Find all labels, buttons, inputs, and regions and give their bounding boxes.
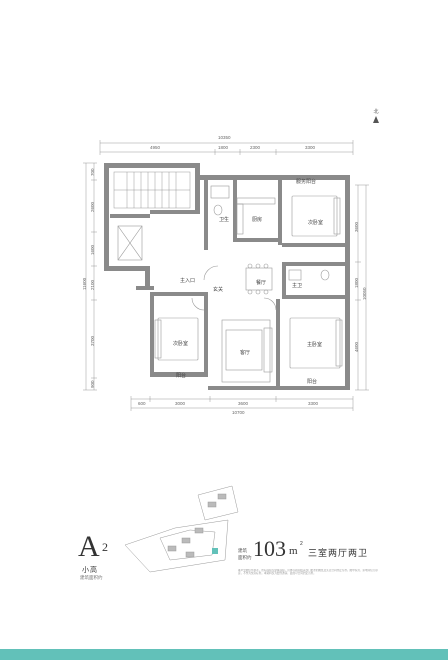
north-compass: 北 <box>369 108 383 123</box>
area-unit-sup: 2 <box>300 541 303 547</box>
compass-label: 北 <box>373 109 379 115</box>
dim-left-total: 11600 <box>82 277 87 290</box>
room-bathroom-b: 主卫 <box>292 283 303 289</box>
dim-left-seg-1: 700 <box>90 168 95 176</box>
dim-left-seg-6: 900 <box>90 380 95 388</box>
room-kitchen: 厨房 <box>252 217 263 223</box>
dim-bottom-seg-2: 3000 <box>175 401 186 406</box>
unit-type: 小高 <box>82 567 98 574</box>
room-master: 主卧室 <box>307 342 323 348</box>
room-balcony-service: 服务阳台 <box>296 179 317 185</box>
disclaimer-text: 本户型图仅供参考，所标面积为建筑面积，具体以政府相关部门批准的图纸及买卖合同约定… <box>238 569 379 576</box>
dim-top-seg-1: 4950 <box>150 145 161 150</box>
unit-note: 建筑面积约 <box>80 575 103 580</box>
dim-bottom-seg-1: 600 <box>138 401 146 406</box>
footer-accent-bar <box>0 649 448 660</box>
room-entrance: 主入口 <box>180 278 196 284</box>
dim-right-seg-3: 4600 <box>354 341 359 352</box>
walls <box>104 163 350 390</box>
unit-code: A <box>78 530 100 563</box>
dim-top-seg-2: 1800 <box>218 145 229 150</box>
dim-top-seg-3: 2300 <box>250 145 261 150</box>
room-living: 客厅 <box>240 350 251 356</box>
site-map <box>124 485 239 573</box>
dim-right-seg-2: 1800 <box>354 277 359 288</box>
dim-bottom-seg-4: 3300 <box>308 401 319 406</box>
dim-left-seg-3: 1600 <box>90 244 95 255</box>
dim-top-total: 10350 <box>218 135 231 140</box>
area-value: 103 <box>253 536 286 561</box>
room-bathroom-a: 卫生 <box>219 217 230 223</box>
dim-bottom-total: 10700 <box>232 410 245 415</box>
room-shoe: 玄关 <box>213 287 224 293</box>
room-bedroom-2: 次卧室 <box>308 220 324 226</box>
room-balcony-left: 阳台 <box>176 373 187 379</box>
furniture <box>154 185 343 383</box>
room-bedroom-3: 次卧室 <box>173 341 189 347</box>
room-dining: 餐厅 <box>256 280 267 286</box>
dim-left-seg-5: 3700 <box>90 335 95 346</box>
area-unit: m <box>289 545 298 557</box>
north-arrow-icon <box>373 116 379 123</box>
elevator <box>117 225 143 261</box>
dimension-lines <box>83 140 369 411</box>
area-tag-building: 建筑 <box>238 548 247 553</box>
dim-bottom-seg-3: 3600 <box>238 401 249 406</box>
stairs <box>113 171 191 209</box>
room-balcony-right: 阳台 <box>307 379 318 385</box>
unit-code-sub: 2 <box>102 540 108 554</box>
dim-right-total: 10050 <box>362 287 367 300</box>
dim-right-seg-1: 3600 <box>354 221 359 232</box>
dim-left-seg-4: 2100 <box>90 279 95 290</box>
area-tag-approx: 面积约 <box>238 555 252 560</box>
dim-top-seg-4: 3300 <box>305 145 316 150</box>
layout-description: 三室两厅两卫 <box>308 548 369 558</box>
dim-left-seg-2: 2600 <box>90 201 95 212</box>
